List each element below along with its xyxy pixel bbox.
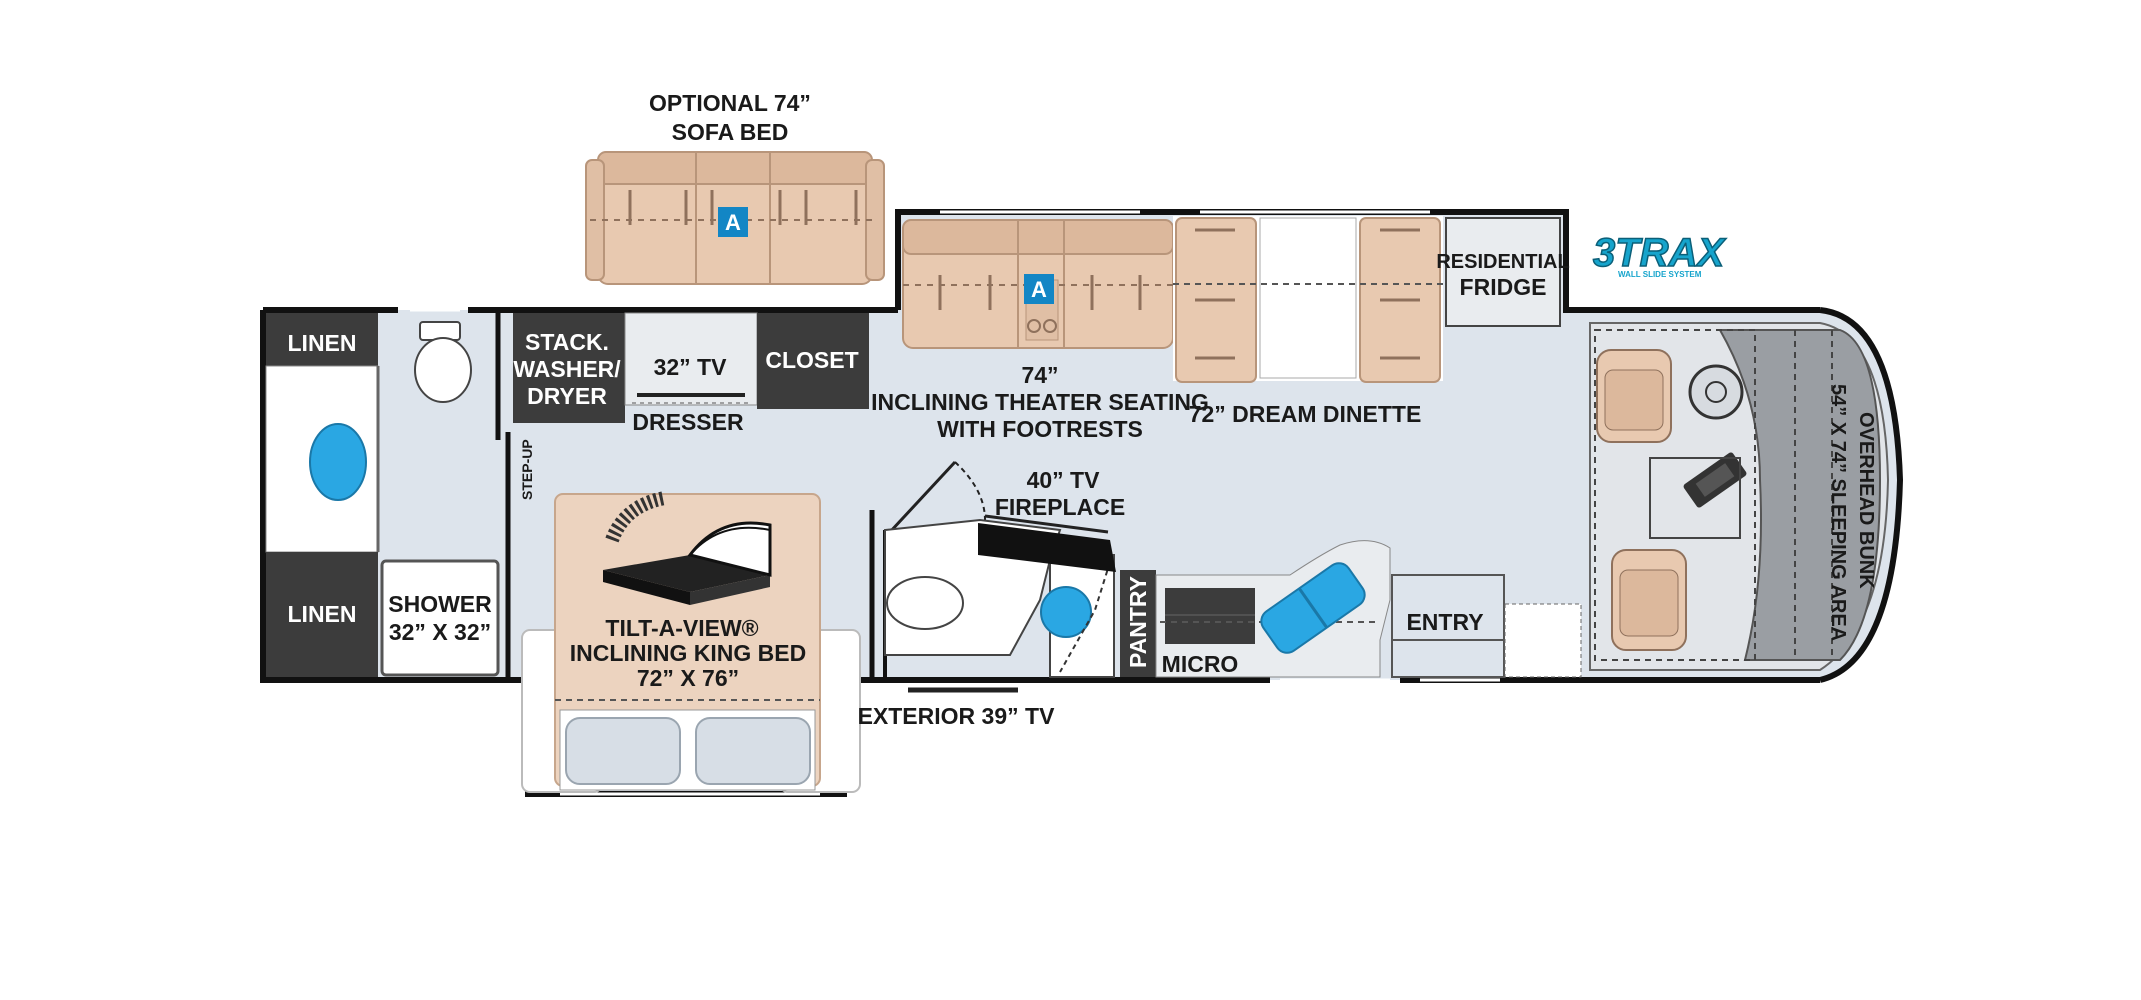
svg-text:3TRAX: 3TRAX bbox=[1593, 231, 1726, 275]
theater-label-line3: WITH FOOTRESTS bbox=[937, 416, 1143, 442]
theater-label-line2: INCLINING THEATER SEATING bbox=[871, 389, 1209, 415]
driver-seat bbox=[1596, 349, 1672, 443]
washer-dryer bbox=[513, 313, 625, 423]
sink-icon bbox=[309, 423, 367, 501]
washer-label-line3: DRYER bbox=[527, 383, 607, 409]
washer-label-line2: WASHER/ bbox=[513, 356, 621, 382]
tv32-label: 32” TV bbox=[654, 354, 728, 380]
svg-text:A: A bbox=[725, 210, 741, 235]
exterior-tv-label: EXTERIOR 39” TV bbox=[858, 703, 1055, 729]
pantry-label: PANTRY bbox=[1125, 576, 1151, 668]
fridge-label-line1: RESIDENTIAL bbox=[1436, 251, 1569, 273]
tv40-label: 40” TV bbox=[1027, 467, 1101, 493]
bed-label-line3: 72” X 76” bbox=[637, 665, 739, 691]
window-strips bbox=[410, 210, 1500, 796]
microwave bbox=[1165, 588, 1255, 644]
linen-top-cabinet bbox=[266, 313, 378, 366]
sofa-label-line1: OPTIONAL 74” bbox=[649, 90, 811, 116]
shower bbox=[380, 559, 500, 677]
steering-wheel-icon bbox=[1688, 364, 1744, 420]
tilt-bed-icon bbox=[603, 491, 772, 605]
3trax-logo: 3TRAX WALL SLIDE SYSTEM bbox=[1592, 230, 1727, 279]
theater-seating: A bbox=[902, 219, 1174, 349]
svg-text:WALL SLIDE SYSTEM: WALL SLIDE SYSTEM bbox=[1618, 270, 1702, 279]
theater-label-line1: 74” bbox=[1021, 362, 1058, 388]
dresser-label: DRESSER bbox=[632, 409, 744, 435]
closet bbox=[757, 313, 869, 409]
theater-a-badge bbox=[1024, 274, 1054, 304]
dinette-label: 72” DREAM DINETTE bbox=[1189, 401, 1422, 427]
fireplace bbox=[978, 523, 1116, 572]
bath-door bbox=[888, 460, 957, 534]
shower-label-line2: 32” X 32” bbox=[389, 619, 491, 645]
washer-label-line1: STACK. bbox=[525, 329, 609, 355]
fridge-label-line2: FRIDGE bbox=[1460, 274, 1547, 300]
linen-bottom-label: LINEN bbox=[288, 601, 357, 627]
shower-label-line1: SHOWER bbox=[388, 591, 492, 617]
toilet-icon bbox=[414, 321, 472, 403]
dresser bbox=[624, 312, 758, 406]
dash-console bbox=[1683, 452, 1747, 508]
bed-label-line1: TILT-A-VIEW® bbox=[605, 615, 758, 641]
entry-label: ENTRY bbox=[1406, 609, 1483, 635]
sofa-a-badge bbox=[718, 207, 748, 237]
micro-label: MICRO bbox=[1162, 651, 1239, 677]
linen-top-label: LINEN bbox=[288, 330, 357, 356]
fireplace-label: FIREPLACE bbox=[995, 494, 1125, 520]
pantry bbox=[1120, 570, 1156, 677]
bed-label-line2: INCLINING KING BED bbox=[570, 640, 806, 666]
bunk-label-line1: OVERHEAD BUNK bbox=[1855, 412, 1877, 589]
linen-bottom-cabinet bbox=[266, 552, 378, 677]
residential-fridge bbox=[1445, 217, 1561, 327]
optional-sofa-bed: A bbox=[585, 151, 885, 285]
bunk-label-line2: 54” X 74” SLEEPING AREA bbox=[1827, 384, 1849, 641]
sofa-label-line2: SOFA BED bbox=[672, 119, 789, 145]
entry bbox=[1391, 574, 1505, 678]
step-up-label: STEP-UP bbox=[519, 439, 535, 500]
closet-label: CLOSET bbox=[765, 347, 858, 373]
passenger-seat bbox=[1611, 549, 1687, 651]
mid-sink-icon bbox=[1040, 586, 1092, 638]
dream-dinette bbox=[1173, 216, 1443, 383]
kitchen-sink-icon bbox=[1260, 562, 1366, 654]
mid-toilet-icon bbox=[886, 576, 964, 630]
entry-step bbox=[1504, 603, 1582, 678]
svg-text:A: A bbox=[1031, 277, 1047, 302]
